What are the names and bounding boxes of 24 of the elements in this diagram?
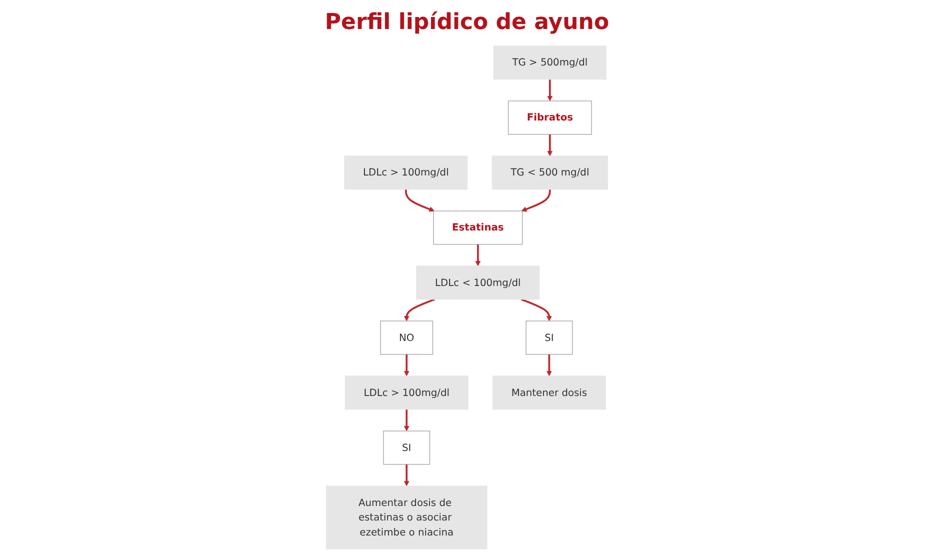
title: Perfil lipídico de ayuno [324, 10, 610, 35]
node-box: Mantener dosis [492, 376, 606, 410]
node-box: LDLc < 100mg/dl [416, 266, 540, 300]
node-box: NO [380, 320, 434, 355]
node-box: SI [383, 430, 430, 465]
node-box: TG < 500 mg/dl [492, 156, 608, 190]
arrow [404, 298, 435, 322]
node-box: SI [526, 320, 573, 355]
arrow [405, 189, 434, 212]
node-box: Estatinas [433, 210, 523, 245]
arrow [521, 189, 551, 212]
node-box: TG > 500mg/dl [493, 46, 606, 80]
arrow [475, 244, 481, 266]
node-box: Aumentar dosis de estatinas o asociar ezetimbe o niacina [326, 486, 488, 550]
arrow [520, 298, 552, 322]
arrow [547, 134, 553, 156]
arrow [404, 409, 410, 432]
node-box: LDLc > 100mg/dl [344, 376, 468, 410]
arrow [546, 354, 552, 376]
arrow [547, 79, 553, 102]
node-box: Fibratos [508, 100, 592, 135]
arrow [404, 354, 410, 376]
arrow [404, 464, 410, 486]
node-box: LDLc > 100mg/dl [344, 156, 468, 190]
